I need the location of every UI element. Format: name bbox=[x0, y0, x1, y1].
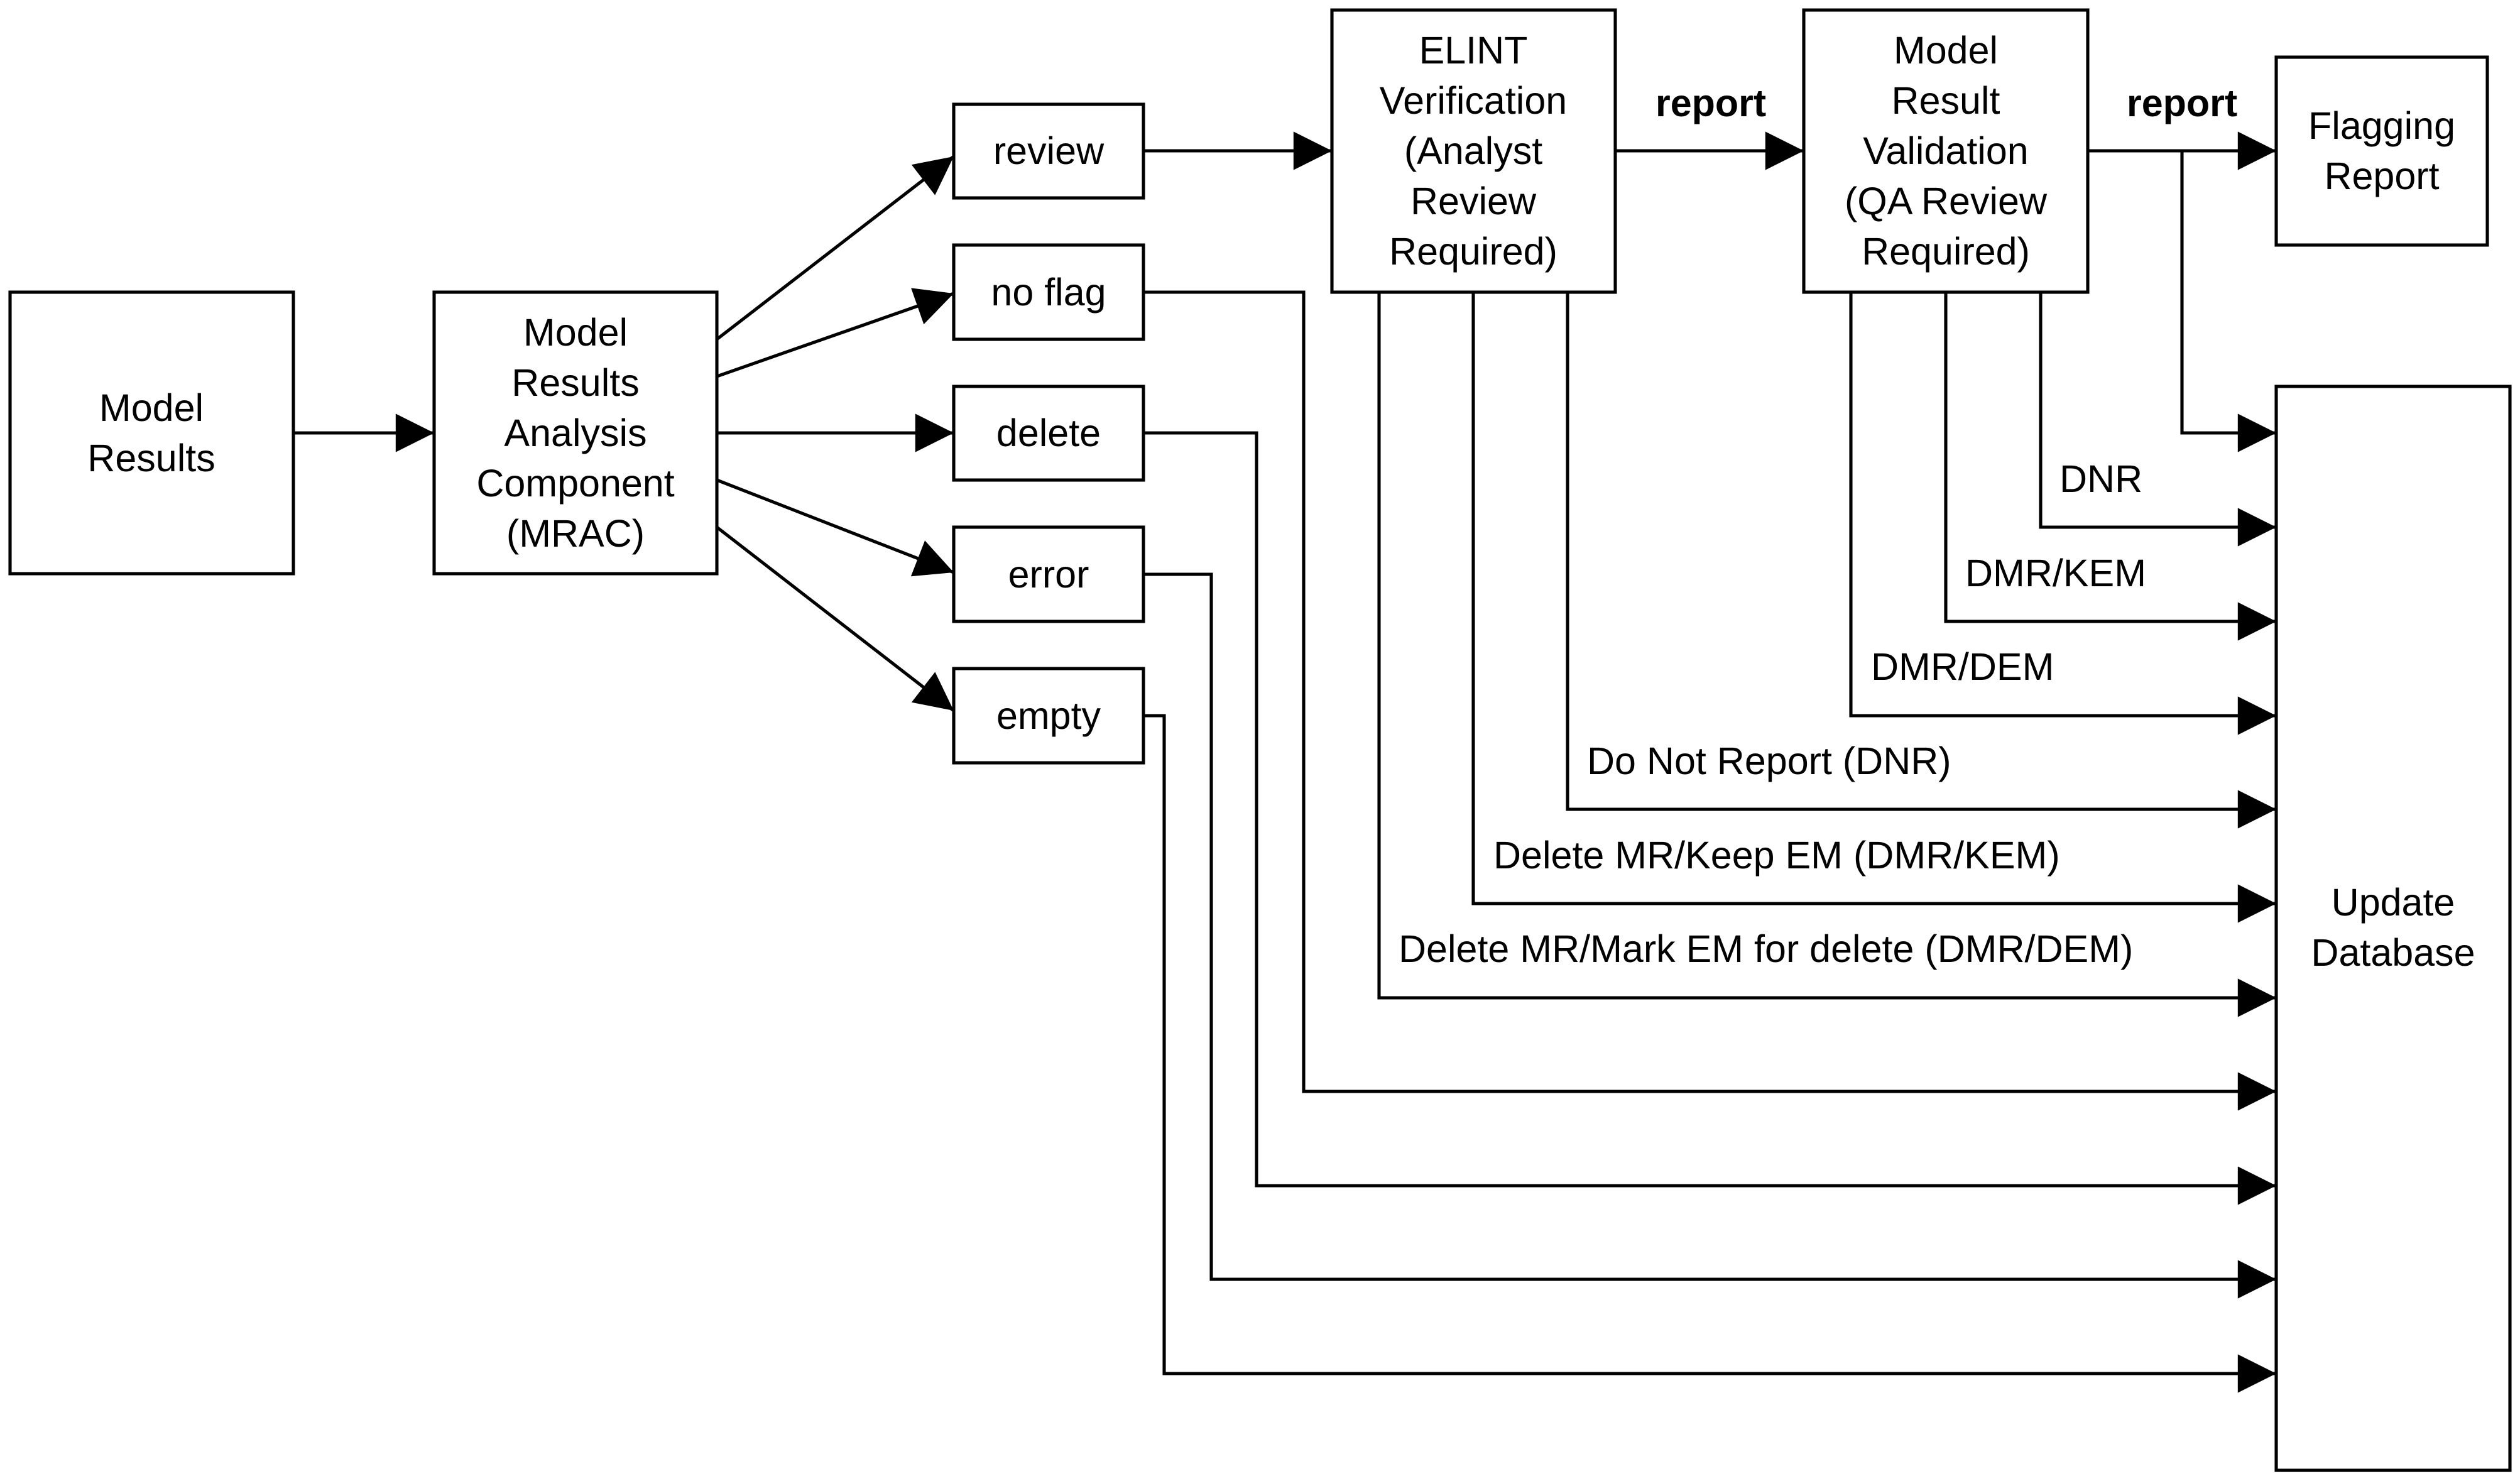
node-label-line: Report bbox=[2324, 155, 2439, 197]
review-text: review bbox=[993, 129, 1105, 172]
arrow-error-to-database bbox=[1143, 572, 2276, 1299]
node-label-line: (QA Review bbox=[1845, 180, 2048, 222]
arrow-validation-dmr-kem bbox=[1944, 292, 2276, 641]
arrow-delete-to-database bbox=[1143, 431, 2276, 1205]
node-label-line: (Analyst bbox=[1404, 129, 1542, 172]
empty-text: empty bbox=[996, 694, 1101, 737]
node-label-line: Verification bbox=[1380, 79, 1567, 122]
node-label-line: delete bbox=[996, 412, 1101, 454]
node-label-line: Analysis bbox=[504, 412, 646, 454]
no-flag-box: no flag bbox=[952, 243, 1145, 341]
edge-label-report-validation: report bbox=[2127, 82, 2237, 124]
node-label-line: Results bbox=[511, 361, 639, 404]
node-label-line: error bbox=[1008, 553, 1089, 596]
edge-label-dnr-long: Do Not Report (DNR) bbox=[1587, 740, 1951, 782]
arrow-mrac-to-error bbox=[716, 478, 954, 577]
node-label-line: review bbox=[993, 129, 1105, 172]
node-label-line: Model bbox=[523, 311, 628, 354]
edge-label-dmr-kem-short: DMR/KEM bbox=[1965, 552, 2146, 594]
edge-label-dmr-dem-long: Delete MR/Mark EM for delete (DMR/DEM) bbox=[1399, 927, 2133, 970]
node-label-line: Result bbox=[1892, 79, 2000, 122]
node-label-line: Required) bbox=[1862, 230, 2030, 273]
arrow-elint-dmr-kem bbox=[1471, 292, 2276, 923]
arrow-mrac-to-empty bbox=[716, 525, 955, 713]
node-label-line: Database bbox=[2311, 931, 2475, 974]
edge-label-dmr-dem-short: DMR/DEM bbox=[1871, 645, 2054, 688]
arrow-validation-dnr bbox=[2039, 292, 2276, 547]
arrow-no-flag-to-database bbox=[1143, 290, 2276, 1111]
edge-label-dnr-short: DNR bbox=[2059, 457, 2142, 500]
arrow-elint-dmr-dem bbox=[1377, 292, 2276, 1017]
node-label-line: Update bbox=[2332, 881, 2455, 924]
arrow-validation-dmr-dem bbox=[1849, 292, 2276, 735]
arrow-elint-dnr bbox=[1566, 292, 2276, 829]
node-label-line: Validation bbox=[1863, 129, 2028, 172]
node-label-line: Flagging bbox=[2308, 104, 2455, 147]
node-label-line: Model bbox=[99, 386, 204, 429]
node-label-line: Results bbox=[87, 437, 215, 479]
arrow-mrac-to-no-flag bbox=[716, 288, 954, 378]
review-box: review bbox=[952, 102, 1145, 200]
edge-label-report-elint: report bbox=[1655, 82, 1766, 124]
node-label-line: Component bbox=[476, 462, 674, 505]
node-label-line: empty bbox=[996, 694, 1101, 737]
node-label-line: Model bbox=[1894, 29, 1998, 72]
node-label-line: ELINT bbox=[1419, 29, 1528, 72]
delete-text: delete bbox=[996, 412, 1101, 454]
node-label-line: Review bbox=[1410, 180, 1537, 222]
node-label-line: (MRAC) bbox=[506, 512, 645, 555]
arrow-report-branch-to-database bbox=[2180, 151, 2276, 452]
arrow-empty-to-database bbox=[1143, 714, 2276, 1393]
error-text: error bbox=[1008, 553, 1089, 596]
arrow-mrac-to-review bbox=[716, 155, 955, 341]
delete-box: delete bbox=[952, 385, 1145, 482]
edge-label-dmr-kem-long: Delete MR/Keep EM (DMR/KEM) bbox=[1493, 834, 2060, 877]
error-box: error bbox=[952, 525, 1145, 623]
empty-box: empty bbox=[952, 667, 1145, 765]
no-flag-text: no flag bbox=[991, 271, 1106, 314]
node-label-line: Required) bbox=[1389, 230, 1557, 273]
node-label-line: no flag bbox=[991, 271, 1106, 314]
